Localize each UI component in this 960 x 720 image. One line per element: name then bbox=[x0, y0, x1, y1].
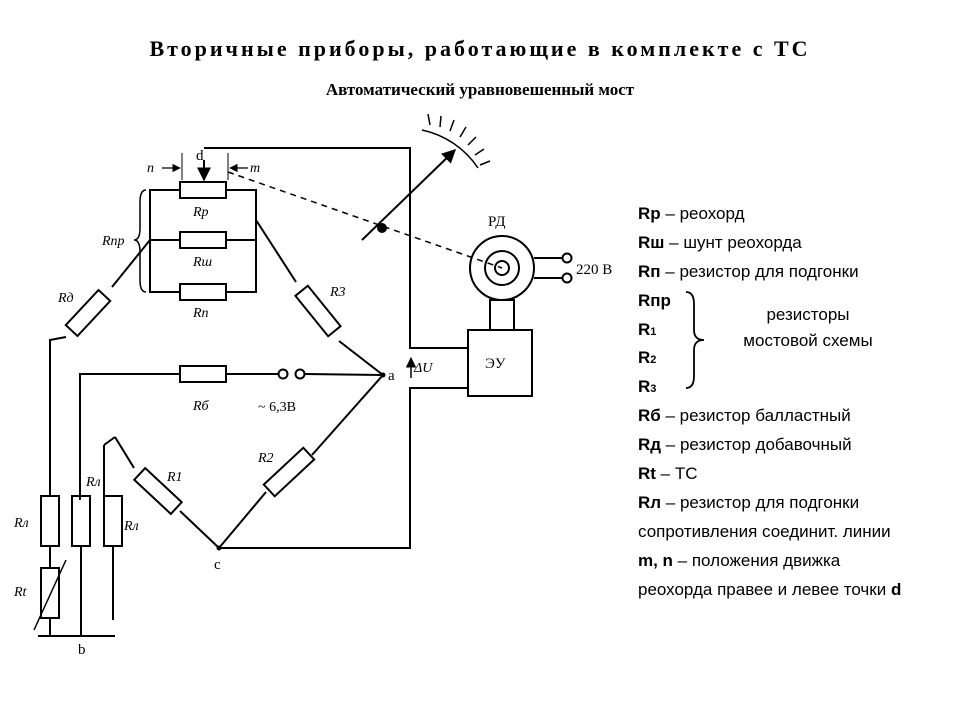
label-m: m bbox=[250, 161, 260, 176]
motor-rd bbox=[489, 299, 515, 331]
legend-row: Rt – ТС bbox=[638, 464, 698, 484]
legend-row: R2 bbox=[638, 348, 657, 368]
label-eu: ЭУ bbox=[485, 356, 506, 372]
legend-row: m, n – положения движка bbox=[638, 550, 841, 570]
label-du: ΔU bbox=[413, 361, 433, 376]
label-node-b: b bbox=[78, 642, 86, 658]
resistor-r3 bbox=[294, 284, 342, 338]
legend-row: Rп – резистор для подгонки bbox=[638, 261, 859, 281]
page-title: Вторичные приборы, работающие в комплект… bbox=[149, 36, 811, 61]
legend: Rр – реохорд Rш – шунт реохорда Rп – рез… bbox=[638, 200, 956, 604]
legend-row: Rд – резистор добавочный bbox=[638, 435, 852, 455]
resistor-r1 bbox=[132, 466, 184, 516]
resistor-rl-right bbox=[103, 495, 123, 547]
page-subtitle: Автоматический уравновешенный мост bbox=[325, 80, 635, 99]
legend-row: Rр – реохорд bbox=[638, 204, 745, 223]
resistor-rl-mid bbox=[71, 495, 91, 547]
label-d: d bbox=[196, 148, 204, 164]
motor-rd-inner bbox=[484, 250, 520, 286]
label-rb: Rб bbox=[192, 399, 210, 414]
label-220v: 220 В bbox=[576, 262, 612, 278]
label-r3: R3 bbox=[329, 285, 346, 300]
legend-row: сопротивления соединит. линии bbox=[638, 521, 891, 541]
label-n: n bbox=[147, 161, 154, 176]
resistor-rb bbox=[179, 365, 227, 383]
label-rd-motor: РД bbox=[488, 214, 505, 230]
resistor-rd bbox=[64, 288, 112, 338]
mechanical-link bbox=[227, 171, 503, 269]
terminal-220-top bbox=[561, 252, 573, 264]
indicator-scale bbox=[421, 129, 479, 169]
resistor-r2 bbox=[262, 446, 316, 498]
scale-ticks bbox=[427, 113, 491, 166]
legend-row: R3 bbox=[638, 377, 657, 397]
label-node-a: a bbox=[388, 368, 395, 384]
legend-row: Rл – резистор для подгонки bbox=[638, 492, 860, 512]
rpr-brace bbox=[133, 189, 147, 293]
label-rpr: Rпр bbox=[101, 234, 125, 249]
label-rl-right: Rл bbox=[123, 519, 139, 534]
label-supply-ac: ~ 6,3В bbox=[258, 400, 296, 415]
label-rp: Rр bbox=[192, 205, 209, 220]
label-node-c: c bbox=[214, 557, 221, 573]
label-r1: R1 bbox=[166, 470, 183, 485]
legend-row: R1 bbox=[638, 319, 657, 339]
label-rl-left: Rл bbox=[13, 516, 29, 531]
resistor-rsh bbox=[179, 231, 227, 249]
label-rt: Rt bbox=[13, 585, 28, 600]
label-r2: R2 bbox=[257, 451, 274, 466]
legend-row: Rш – шунт реохорда bbox=[638, 232, 802, 252]
label-rl-mid: Rл bbox=[85, 475, 101, 490]
legend-group-note: резисторы мостовой схемы bbox=[743, 305, 873, 350]
label-rd: Rд bbox=[57, 291, 74, 306]
indicator-pointer bbox=[361, 149, 457, 241]
legend-row: Rб – резистор балластный bbox=[638, 406, 851, 426]
motor-rd-body bbox=[469, 235, 535, 301]
resistor-rl-left bbox=[40, 495, 60, 547]
label-rn: Rп bbox=[192, 306, 209, 321]
legend-group-brace bbox=[685, 291, 705, 389]
supply-terminal-left bbox=[277, 368, 289, 380]
legend-row: Rпр bbox=[638, 290, 671, 310]
supply-terminal-right bbox=[294, 368, 306, 380]
terminal-220-bottom bbox=[561, 272, 573, 284]
resistor-rp bbox=[179, 181, 227, 199]
resistor-rn bbox=[179, 283, 227, 301]
legend-row: реохорда правее и левее точки d bbox=[638, 579, 902, 599]
label-rsh: Rш bbox=[192, 255, 213, 270]
